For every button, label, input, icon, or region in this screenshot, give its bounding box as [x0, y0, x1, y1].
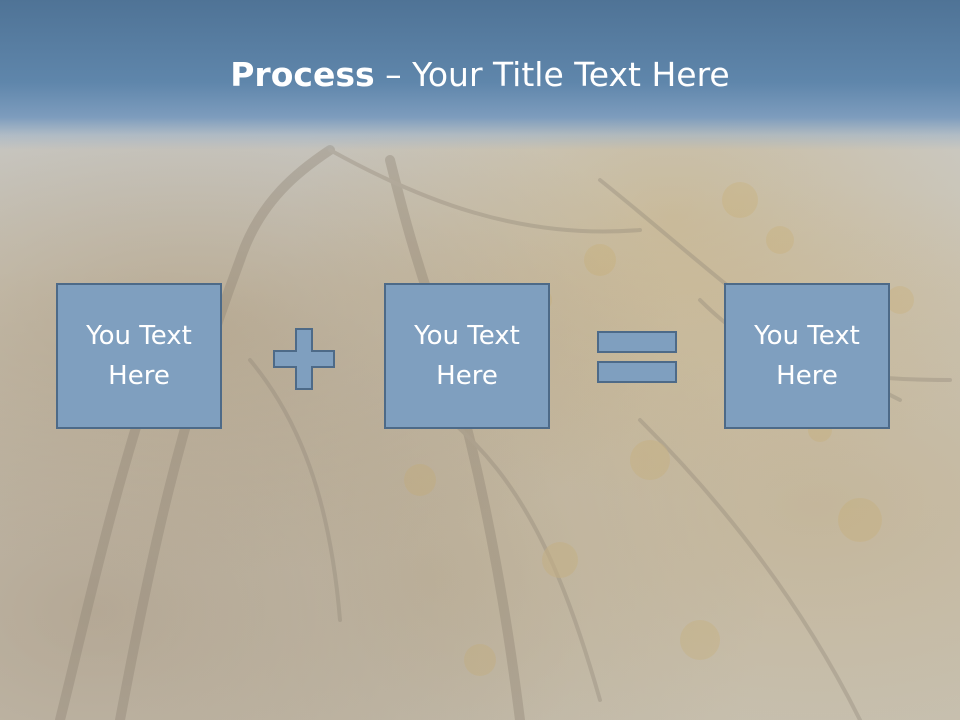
- process-box-3: You Text Here: [724, 283, 890, 429]
- slide-title: Process – Your Title Text Here: [0, 52, 960, 98]
- process-box-2: You Text Here: [384, 283, 550, 429]
- title-text: – Your Title Text Here: [374, 55, 730, 94]
- title-bold-text: Process: [230, 55, 375, 94]
- equals-icon: [597, 331, 677, 383]
- process-box-1: You Text Here: [56, 283, 222, 429]
- process-box-2-text: You Text Here: [414, 321, 520, 391]
- process-box-3-text: You Text Here: [754, 321, 860, 391]
- process-box-1-text: You Text Here: [86, 321, 192, 391]
- plus-icon: [273, 328, 335, 390]
- title-bar: [0, 0, 960, 150]
